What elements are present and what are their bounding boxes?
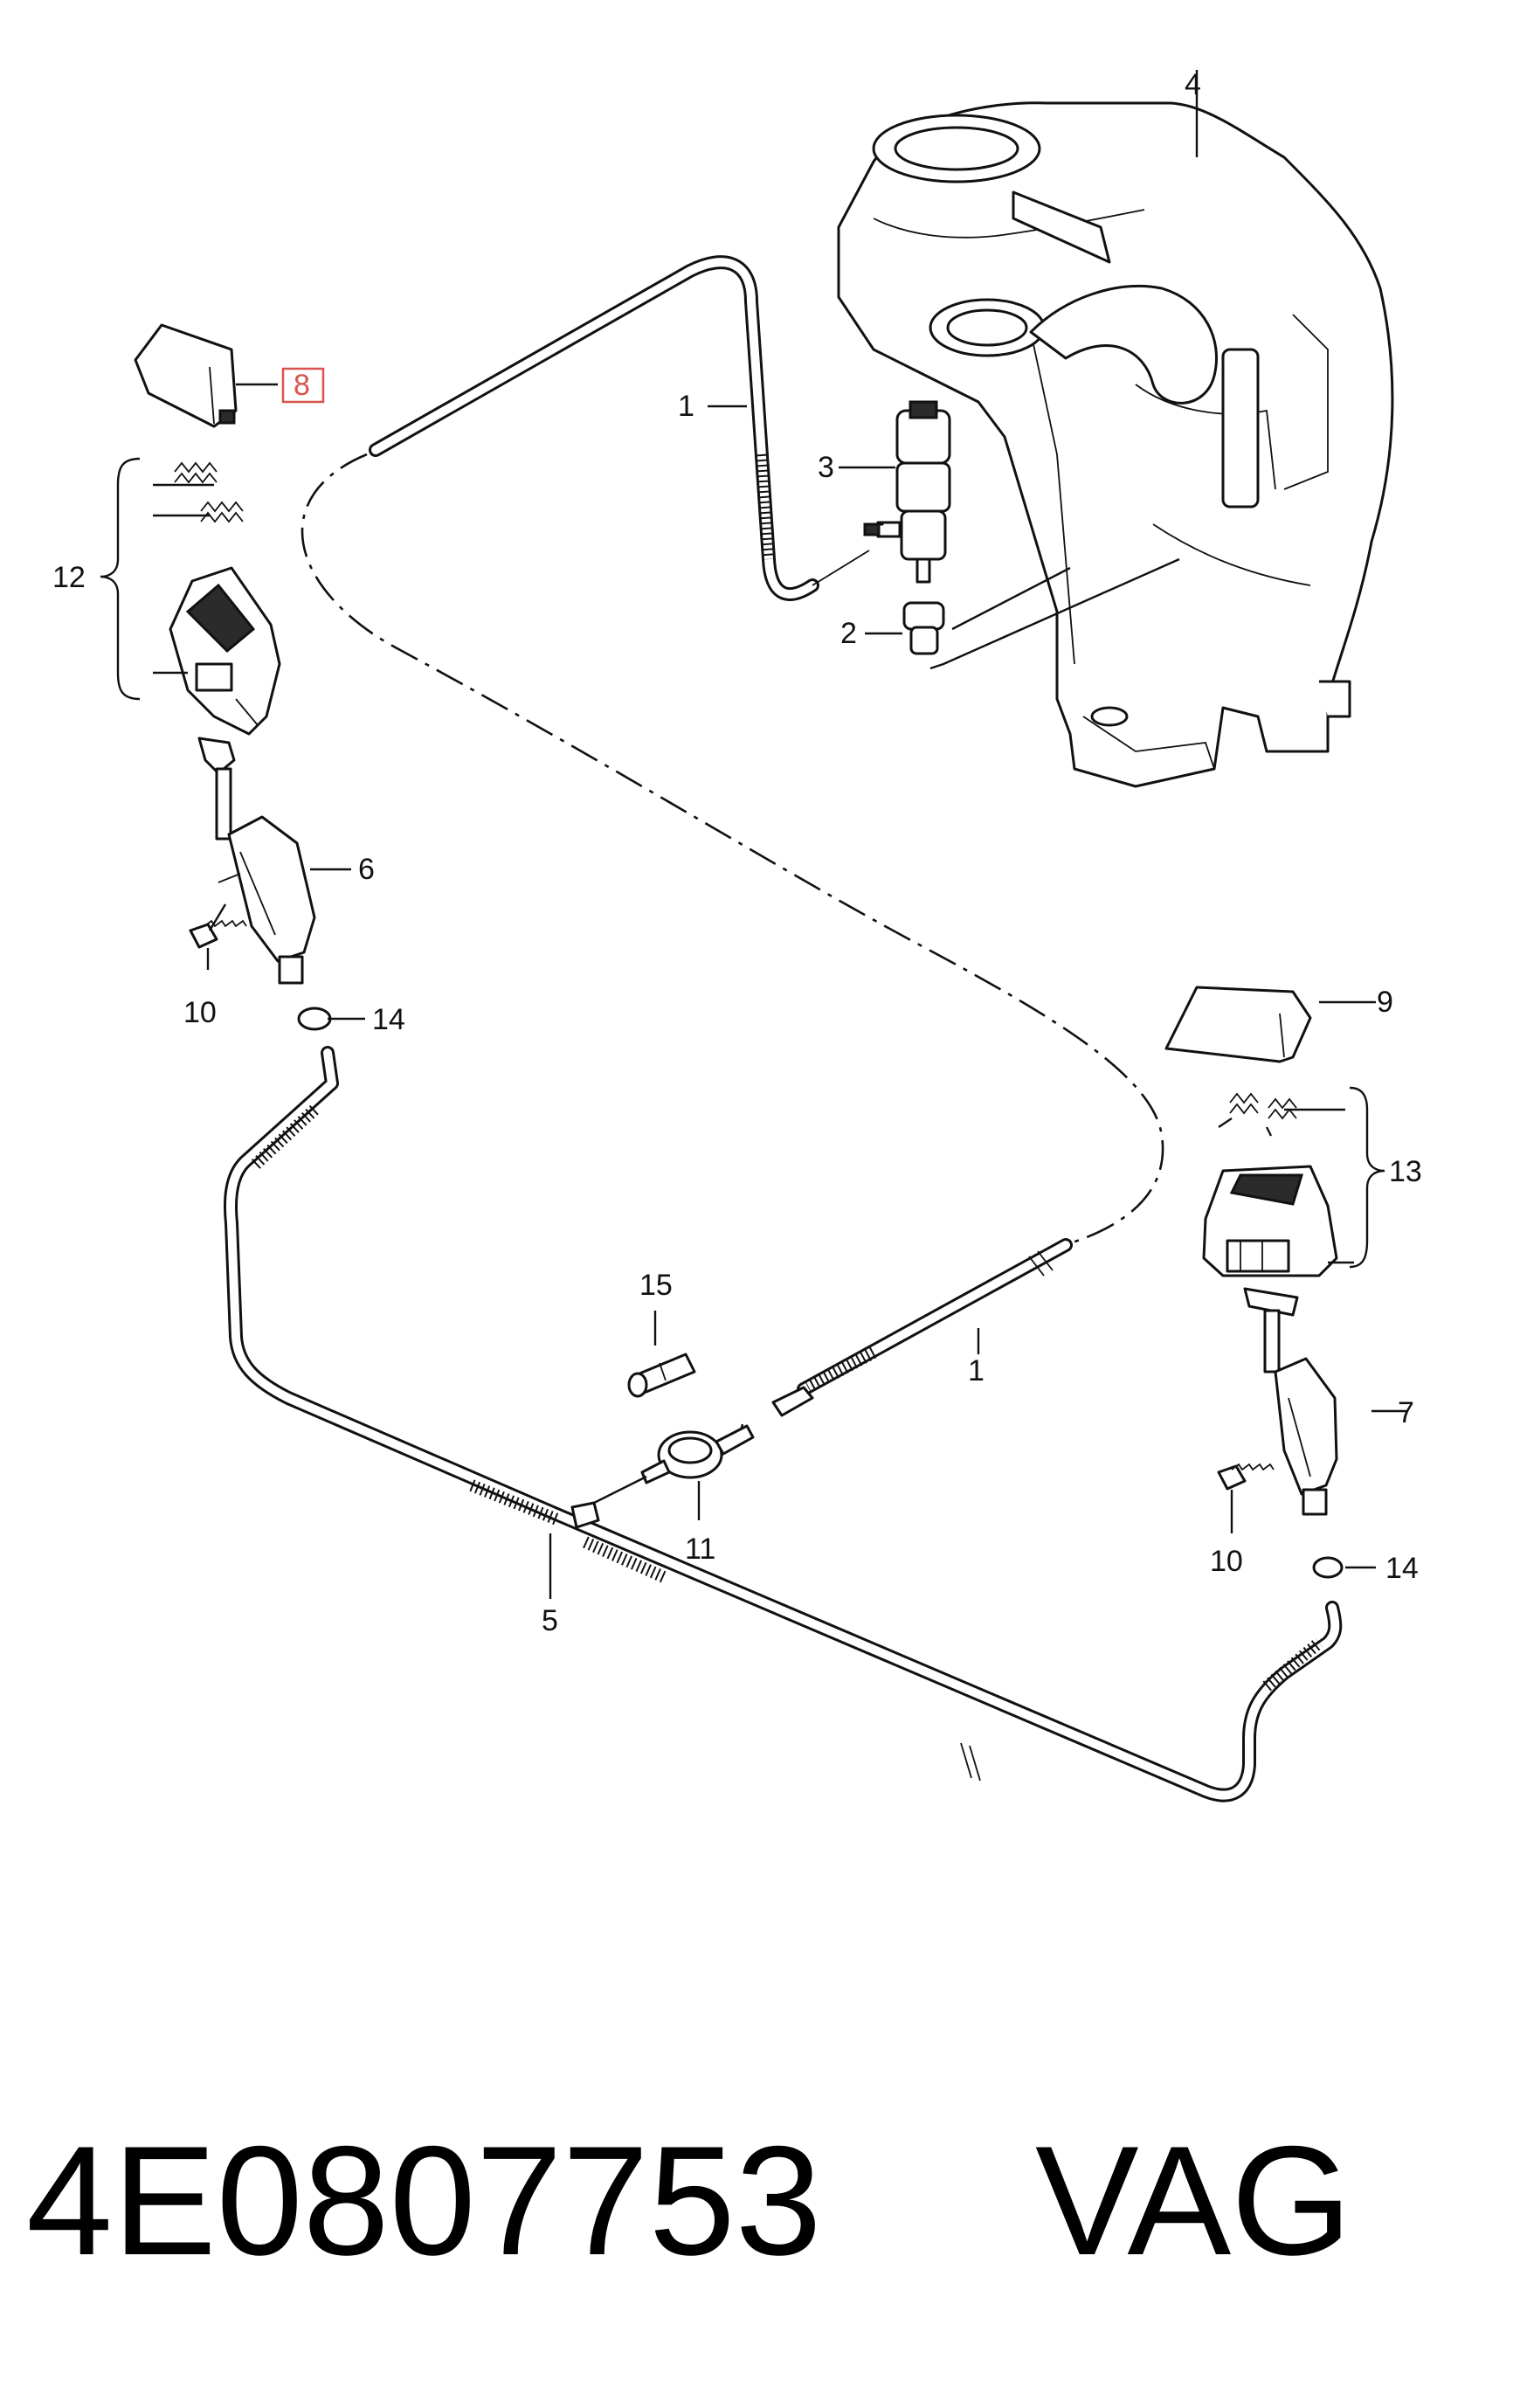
callout-7: 7 xyxy=(1398,1396,1414,1429)
springs-right xyxy=(1229,1092,1297,1120)
nozzle-assembly-right xyxy=(1243,1287,1338,1516)
highlight-box xyxy=(281,367,325,404)
t-piece-connector xyxy=(570,1423,755,1529)
washer-pump xyxy=(863,400,951,584)
callout-9: 9 xyxy=(1377,986,1393,1019)
o-ring-left xyxy=(297,1007,332,1031)
hose-lower xyxy=(223,1046,1343,1803)
brand-label: VAG xyxy=(1035,2114,1352,2287)
leader-lines xyxy=(100,70,1406,1599)
callout-15: 15 xyxy=(639,1269,673,1302)
cover-cap-right xyxy=(1164,986,1312,1063)
cover-cap-left xyxy=(134,323,238,428)
callout-10-right: 10 xyxy=(1210,1545,1243,1578)
springs-left xyxy=(174,461,244,523)
callout-11: 11 xyxy=(685,1533,715,1566)
hose-route-dashdot xyxy=(301,453,1164,1251)
part-number: 4E0807753 xyxy=(26,2114,822,2287)
callout-1-upper: 1 xyxy=(678,390,694,423)
hose-lower-right xyxy=(771,1238,1073,1417)
washer-fluid-reservoir xyxy=(837,101,1394,788)
callout-6: 6 xyxy=(358,853,375,886)
screw-right xyxy=(1217,1463,1275,1491)
callout-12: 12 xyxy=(52,561,86,594)
connector-plug xyxy=(627,1353,696,1398)
pump-grommet xyxy=(902,601,945,655)
callout-3: 3 xyxy=(818,451,834,484)
callout-1-lower: 1 xyxy=(968,1354,985,1387)
o-ring-right xyxy=(1312,1556,1344,1579)
callout-2: 2 xyxy=(840,617,857,650)
callout-8: 8 xyxy=(294,369,310,402)
hose-upper xyxy=(369,255,884,601)
callout-13: 13 xyxy=(1389,1155,1422,1188)
callout-10-left: 10 xyxy=(183,996,217,1029)
callout-5: 5 xyxy=(542,1604,558,1637)
callout-14-left: 14 xyxy=(372,1003,405,1036)
screw-left xyxy=(189,903,247,949)
nozzle-assembly-left xyxy=(197,737,316,985)
callout-4: 4 xyxy=(1185,68,1201,101)
callout-14-right: 14 xyxy=(1385,1552,1419,1585)
nozzle-housing-right xyxy=(1202,1165,1338,1277)
nozzle-housing-left xyxy=(169,566,281,736)
